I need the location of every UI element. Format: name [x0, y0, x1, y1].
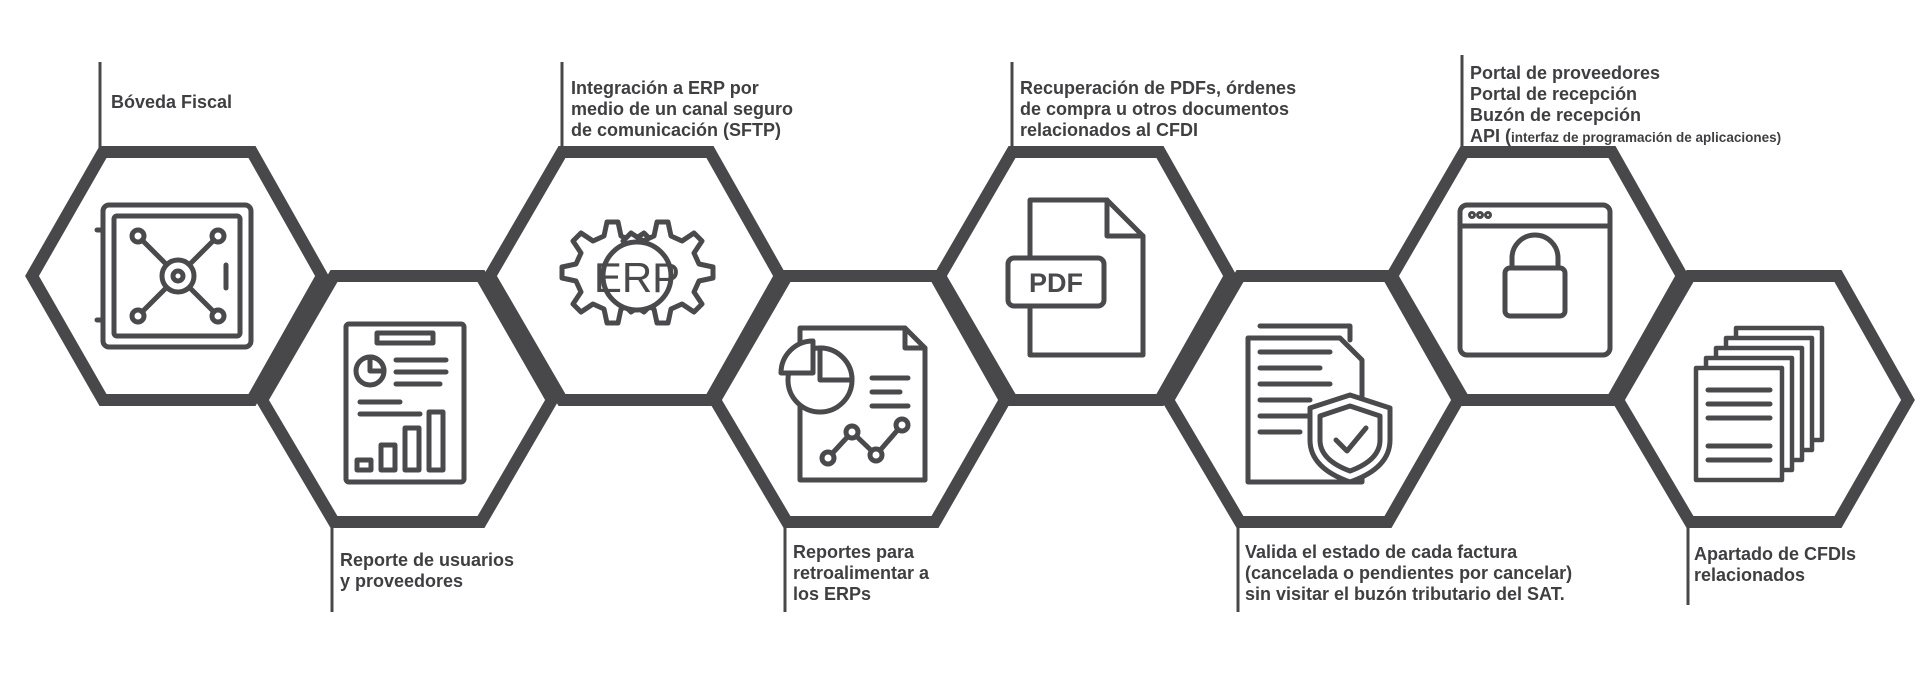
- hex-portal: [1385, 146, 1689, 406]
- label-reporte-usuarios: Reporte de usuarios y proveedores: [340, 550, 515, 591]
- report-chart-icon: [343, 321, 467, 485]
- hex-cfdis: [1611, 270, 1915, 528]
- label-portal: Portal de proveedores Portal de recepció…: [1470, 63, 1782, 146]
- browser-lock-icon: [1457, 202, 1613, 358]
- pdf-file-icon: PDF: [1005, 197, 1146, 358]
- hex-reporte-usuarios: [255, 270, 559, 528]
- analytics-report-icon: [778, 325, 928, 483]
- label-valida: Valida el estado de cada factura (cancel…: [1245, 542, 1573, 604]
- api-line: API (interfaz de programación de aplicac…: [1470, 126, 1782, 146]
- document-shield-icon: [1245, 323, 1393, 485]
- label-pdf: Recuperación de PDFs, órdenes de compra …: [1020, 78, 1297, 140]
- hex-reportes-erp: [708, 270, 1012, 528]
- hex-boveda: [25, 146, 329, 406]
- label-reportes-erp: Reportes para retroalimentar a los ERPs: [793, 542, 930, 604]
- hex-erp: [483, 146, 787, 406]
- label-boveda: Bóveda Fiscal: [111, 92, 233, 112]
- label-erp: Integración a ERP por medio de un canal …: [571, 78, 794, 140]
- svg-text:ERP: ERP: [594, 254, 680, 301]
- document-stack-icon: [1693, 325, 1825, 483]
- svg-text:PDF: PDF: [1029, 268, 1083, 298]
- erp-gear-icon: ERP: [559, 219, 716, 326]
- label-cfdis: Apartado de CFDIs relacionados: [1694, 544, 1857, 585]
- vault-icon: [94, 202, 254, 350]
- hex-pdf: [933, 146, 1237, 406]
